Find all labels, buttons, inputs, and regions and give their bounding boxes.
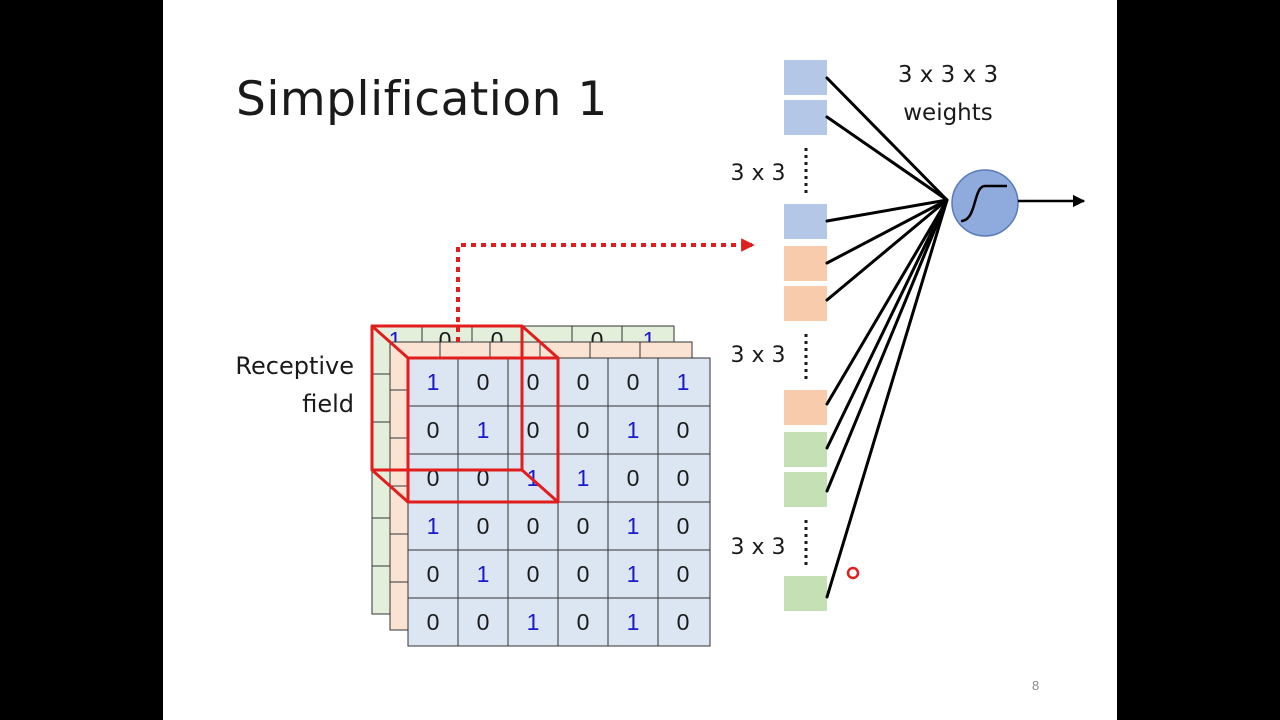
matrix-cell-1-4: 1 (627, 417, 640, 443)
slide-title: Simplification 1 (236, 72, 608, 127)
orange-input-box (784, 246, 827, 281)
matrix-cell-3-1: 0 (477, 513, 490, 539)
matrix-cell-0-3: 0 (577, 369, 590, 395)
matrix-cell-3-2: 0 (527, 513, 540, 539)
receptive-field-box (370, 324, 560, 504)
weight-connections (825, 76, 949, 599)
matrix-cell-0-0: 1 (427, 369, 440, 395)
slide: Simplification 1 (163, 0, 1117, 720)
matrix-cell-0-2: 0 (527, 369, 540, 395)
matrix-cell-5-5: 0 (677, 609, 690, 635)
blue-input-box (784, 60, 827, 95)
matrix-cell-4-5: 0 (677, 561, 690, 587)
matrix-cell-1-3: 0 (577, 417, 590, 443)
matrix-cell-4-0: 0 (427, 561, 440, 587)
neuron (951, 169, 1019, 237)
matrix-cell-2-3: 1 (577, 465, 590, 491)
matrix-cell-4-4: 1 (627, 561, 640, 587)
orange-input-box (784, 286, 827, 321)
matrix-cell-4-3: 0 (577, 561, 590, 587)
green-input-box (784, 472, 827, 507)
weights-label-line1: 3 x 3 x 3 (898, 62, 998, 88)
matrix-cell-5-2: 1 (527, 609, 540, 635)
page-number: 8 (1032, 678, 1040, 693)
matrix-cell-0-1: 0 (477, 369, 490, 395)
receptive-field-label-line2: field (302, 390, 354, 418)
matrix-cell-1-5: 0 (677, 417, 690, 443)
matrix-cell-5-3: 0 (577, 609, 590, 635)
matrix-cell-2-4: 0 (627, 465, 640, 491)
matrix-cell-4-1: 1 (477, 561, 490, 587)
group-size-label: 3 x 3 (731, 343, 786, 368)
blue-input-box (784, 204, 827, 239)
matrix-cell-1-0: 0 (427, 417, 440, 443)
matrix-cell-1-2: 0 (527, 417, 540, 443)
matrix-cell-3-5: 0 (677, 513, 690, 539)
matrix-cell-3-3: 0 (577, 513, 590, 539)
blue-input-box (784, 100, 827, 135)
group-size-label: 3 x 3 (731, 535, 786, 560)
input-column (784, 60, 827, 611)
matrix-cell-1-1: 1 (477, 417, 490, 443)
cnn-diagram: 1 0 0 0 1 (235, 60, 1086, 647)
matrix-cell-3-0: 1 (427, 513, 440, 539)
matrix-cell-5-4: 1 (627, 609, 640, 635)
receptive-field-arrow (456, 238, 755, 342)
matrix-cell-0-4: 0 (627, 369, 640, 395)
receptive-field-label-line1: Receptive (235, 352, 354, 380)
group-size-label: 3 x 3 (731, 161, 786, 186)
matrix-cell-4-2: 0 (527, 561, 540, 587)
matrix-cell-5-0: 0 (427, 609, 440, 635)
sigmoid-icon (960, 184, 1007, 223)
matrix-cell-3-4: 1 (627, 513, 640, 539)
orange-input-box (784, 390, 827, 425)
green-input-box (784, 432, 827, 467)
matrix-cell-2-5: 0 (677, 465, 690, 491)
matrix-cell-5-1: 0 (477, 609, 490, 635)
matrix-cell-0-5: 1 (677, 369, 690, 395)
weights-label-line2: weights (903, 100, 993, 126)
laser-pointer (846, 566, 860, 580)
green-input-box (784, 576, 827, 611)
